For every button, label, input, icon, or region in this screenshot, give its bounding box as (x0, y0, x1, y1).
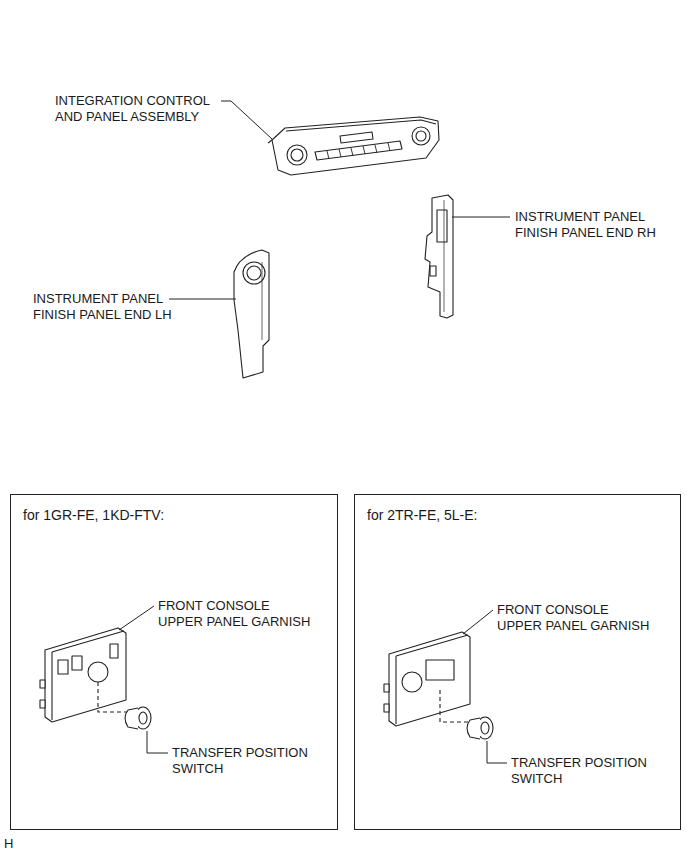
label-holder: FRONT CONSOLE UPPER PANEL GARNISH (158, 598, 315, 630)
label-holder: INSTRUMENT PANEL FINISH PANEL END RH (515, 209, 670, 241)
variant-frame: for 1GR-FE, 1KD-FTV: (10, 494, 338, 830)
knob (287, 145, 307, 165)
control-panel (272, 117, 439, 175)
end-panel-rh (425, 195, 453, 318)
part-name: FRONT CONSOLE UPPER PANEL GARNISH (158, 598, 315, 630)
variant-heading: for 2TR-FE, 5L-E: (367, 507, 668, 524)
variant-heading: for 1GR-FE, 1KD-FTV: (23, 507, 325, 524)
part-name: INTEGRATION CONTROL AND PANEL ASSEMBLY (55, 93, 227, 125)
label-holder: H (4, 836, 34, 852)
part-name: TRANSFER POSITION SWITCH (172, 745, 322, 777)
label-holder: TRANSFER POSITION SWITCH (172, 745, 322, 777)
leader-lines (119, 101, 510, 763)
end-panel-lh (234, 250, 269, 378)
label-holder: TRANSFER POSITION SWITCH (511, 755, 661, 787)
part-name: INSTRUMENT PANEL FINISH PANEL END RH (515, 209, 670, 241)
label-holder: INSTRUMENT PANEL FINISH PANEL END LH (33, 291, 188, 323)
figure-code: H (4, 836, 34, 852)
label-holder: FRONT CONSOLE UPPER PANEL GARNISH (497, 602, 654, 634)
label-holder: INTEGRATION CONTROL AND PANEL ASSEMBLY (55, 93, 227, 125)
console-garnish (389, 632, 470, 726)
part-name: INSTRUMENT PANEL FINISH PANEL END LH (33, 291, 188, 323)
knob (412, 127, 430, 145)
part-name: TRANSFER POSITION SWITCH (511, 755, 661, 787)
part-name: FRONT CONSOLE UPPER PANEL GARNISH (497, 602, 654, 634)
console-garnish (45, 628, 126, 722)
